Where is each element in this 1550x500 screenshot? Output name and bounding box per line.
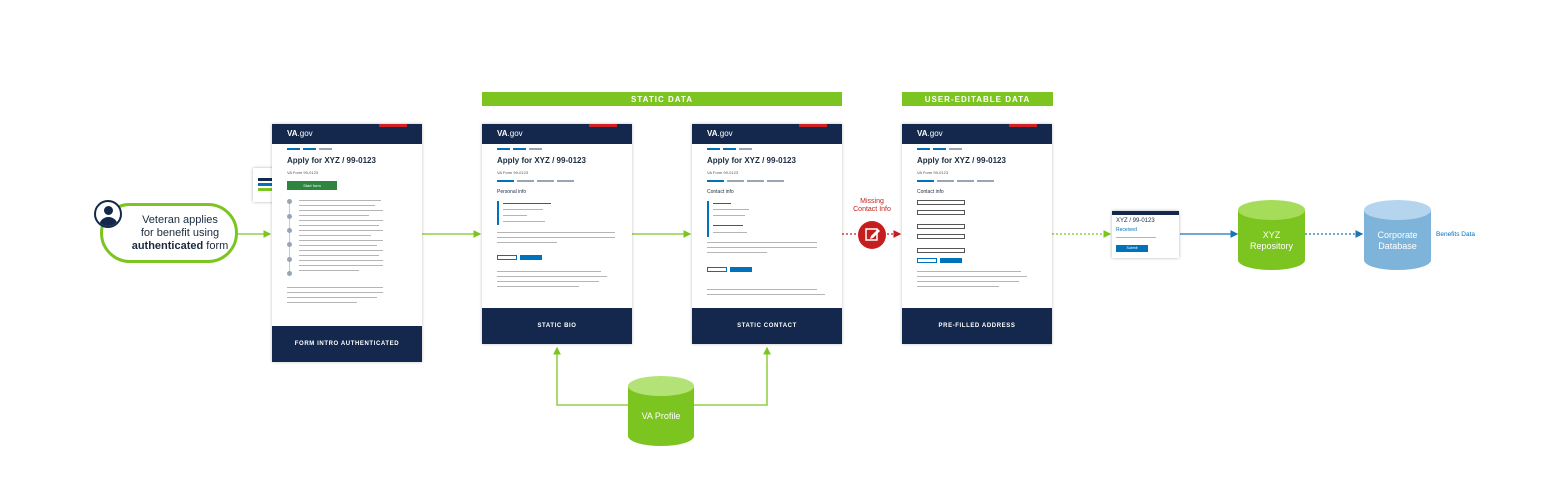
va-header: VA.gov <box>902 124 1052 144</box>
edit-icon <box>858 221 886 249</box>
form-subtitle: VA Form 99-0123 <box>287 169 319 175</box>
va-logo: VA.gov <box>917 129 943 138</box>
form-title: Apply for XYZ / 99-0123 <box>497 155 586 165</box>
form-subtitle: VA Form 99-0123 <box>707 169 739 175</box>
va-header: VA.gov <box>482 124 632 144</box>
va-logo: VA.gov <box>497 129 523 138</box>
veteran-actor-text: Veteran applies for benefit using authen… <box>125 214 235 253</box>
user-editable-data-band: USER-EDITABLE DATA <box>902 92 1053 106</box>
actor-line-1: Veteran applies <box>142 214 218 226</box>
section-heading: Contact info <box>707 188 734 195</box>
veteran-actor-node: Veteran applies for benefit using authen… <box>100 203 238 263</box>
va-header: VA.gov <box>692 124 842 144</box>
address-field[interactable] <box>917 224 965 229</box>
static-data-band: STATIC DATA <box>482 92 842 106</box>
arrow-profile-to-bio <box>553 346 628 406</box>
person-icon <box>94 200 122 228</box>
va-profile-database: VA Profile <box>628 376 694 446</box>
corporate-database: Corporate Database <box>1364 200 1431 270</box>
address-field[interactable] <box>917 200 965 205</box>
confirmation-card: XYZ / 99-0123 Received Submit <box>1112 211 1179 258</box>
section-heading: Contact info <box>917 188 944 195</box>
confirmation-title: XYZ / 99-0123 <box>1116 218 1155 224</box>
screen-static-bio: VA.gov Apply for XYZ / 99-0123 VA Form 9… <box>482 124 632 344</box>
address-field[interactable] <box>917 210 965 215</box>
form-title: Apply for XYZ / 99-0123 <box>287 155 376 165</box>
form-title: Apply for XYZ / 99-0123 <box>917 155 1006 165</box>
address-field[interactable] <box>917 234 965 239</box>
form-subtitle: VA Form 99-0123 <box>497 169 529 175</box>
va-logo: VA.gov <box>287 129 313 138</box>
confirmation-button[interactable]: Submit <box>1116 245 1148 252</box>
screen-static-contact: VA.gov Apply for XYZ / 99-0123 VA Form 9… <box>692 124 842 344</box>
va-header: VA.gov <box>272 124 422 144</box>
actor-suffix: form <box>203 240 229 252</box>
benefits-data-label: Benefits Data <box>1436 231 1476 238</box>
repository-label-1: XYZ <box>1262 230 1281 240</box>
screen-caption: STATIC CONTACT <box>692 308 842 344</box>
start-form-button[interactable]: Start form <box>287 180 337 190</box>
corporate-label-2: Database <box>1378 241 1417 251</box>
screen-caption: FORM INTRO AUTHENTICATED <box>272 326 422 362</box>
screen-caption: PRE-FILLED ADDRESS <box>902 308 1052 344</box>
address-field[interactable] <box>917 248 965 253</box>
actor-line-2: for benefit using <box>140 227 220 239</box>
actor-emphasis: authenticated <box>131 240 204 252</box>
va-logo: VA.gov <box>707 129 733 138</box>
screen-pre-filled-address: VA.gov Apply for XYZ / 99-0123 VA Form 9… <box>902 124 1052 344</box>
form-subtitle: VA Form 99-0123 <box>917 169 949 175</box>
form-title: Apply for XYZ / 99-0123 <box>707 155 796 165</box>
va-profile-label: VA Profile <box>641 411 681 421</box>
repository-label-2: Repository <box>1249 241 1294 251</box>
section-heading: Personal info <box>497 188 527 195</box>
user-editable-data-label: USER-EDITABLE DATA <box>924 94 1031 104</box>
screen-form-intro: VA.gov Apply for XYZ / 99-0123 VA Form 9… <box>272 124 422 362</box>
confirmation-status: Received <box>1116 227 1137 233</box>
xyz-repository-database: XYZ Repository <box>1238 200 1305 270</box>
arrow-profile-to-contact <box>694 346 771 406</box>
screen-caption: STATIC BIO <box>482 308 632 344</box>
static-data-label: STATIC DATA <box>631 94 693 104</box>
corporate-label-1: Corporate <box>1377 230 1418 240</box>
